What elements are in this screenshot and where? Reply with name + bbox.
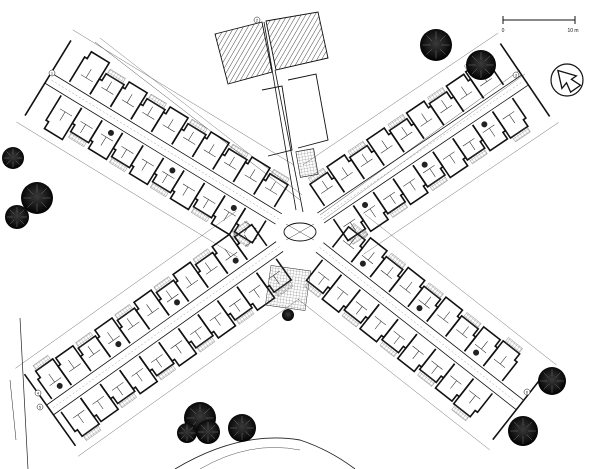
arm-northwest [16, 29, 295, 258]
grid-markers: 1 2 3 4 5 6 [34, 16, 531, 411]
grid-marker: 6 [523, 388, 531, 396]
tree-icon [228, 414, 256, 442]
scale-end-label: 10 m [567, 28, 578, 34]
grid-marker: 5 [36, 403, 44, 411]
north-arrow-icon [550, 63, 584, 97]
svg-text:6: 6 [526, 390, 529, 395]
tree-icon [538, 367, 566, 395]
tree-icon [21, 182, 53, 214]
svg-text:5: 5 [39, 405, 42, 410]
arm-southwest [15, 211, 299, 457]
svg-text:3: 3 [515, 73, 518, 78]
tree-icon [466, 50, 496, 80]
site-context [9, 37, 526, 469]
tree-icon [508, 416, 538, 446]
svg-text:2: 2 [256, 18, 259, 23]
grid-marker: 1 [48, 69, 56, 77]
tree-icon [5, 205, 29, 229]
grid-marker: 4 [34, 389, 42, 397]
entrance-block [214, 11, 329, 213]
arm-southeast [297, 214, 557, 451]
tree-icon [420, 29, 452, 61]
grid-marker: 3 [512, 71, 520, 79]
svg-text:1: 1 [51, 71, 54, 76]
tree-icon [196, 420, 220, 444]
trees [2, 29, 566, 446]
tree-icon [2, 147, 24, 169]
scale-bar: 0 10 m [502, 16, 579, 34]
scale-start-label: 0 [502, 28, 505, 34]
grid-marker: 2 [253, 16, 261, 24]
central-plaza [265, 222, 317, 321]
building-arms [15, 29, 559, 457]
arm-northeast [302, 32, 559, 255]
svg-text:4: 4 [37, 391, 40, 396]
tree-icon [177, 423, 197, 443]
